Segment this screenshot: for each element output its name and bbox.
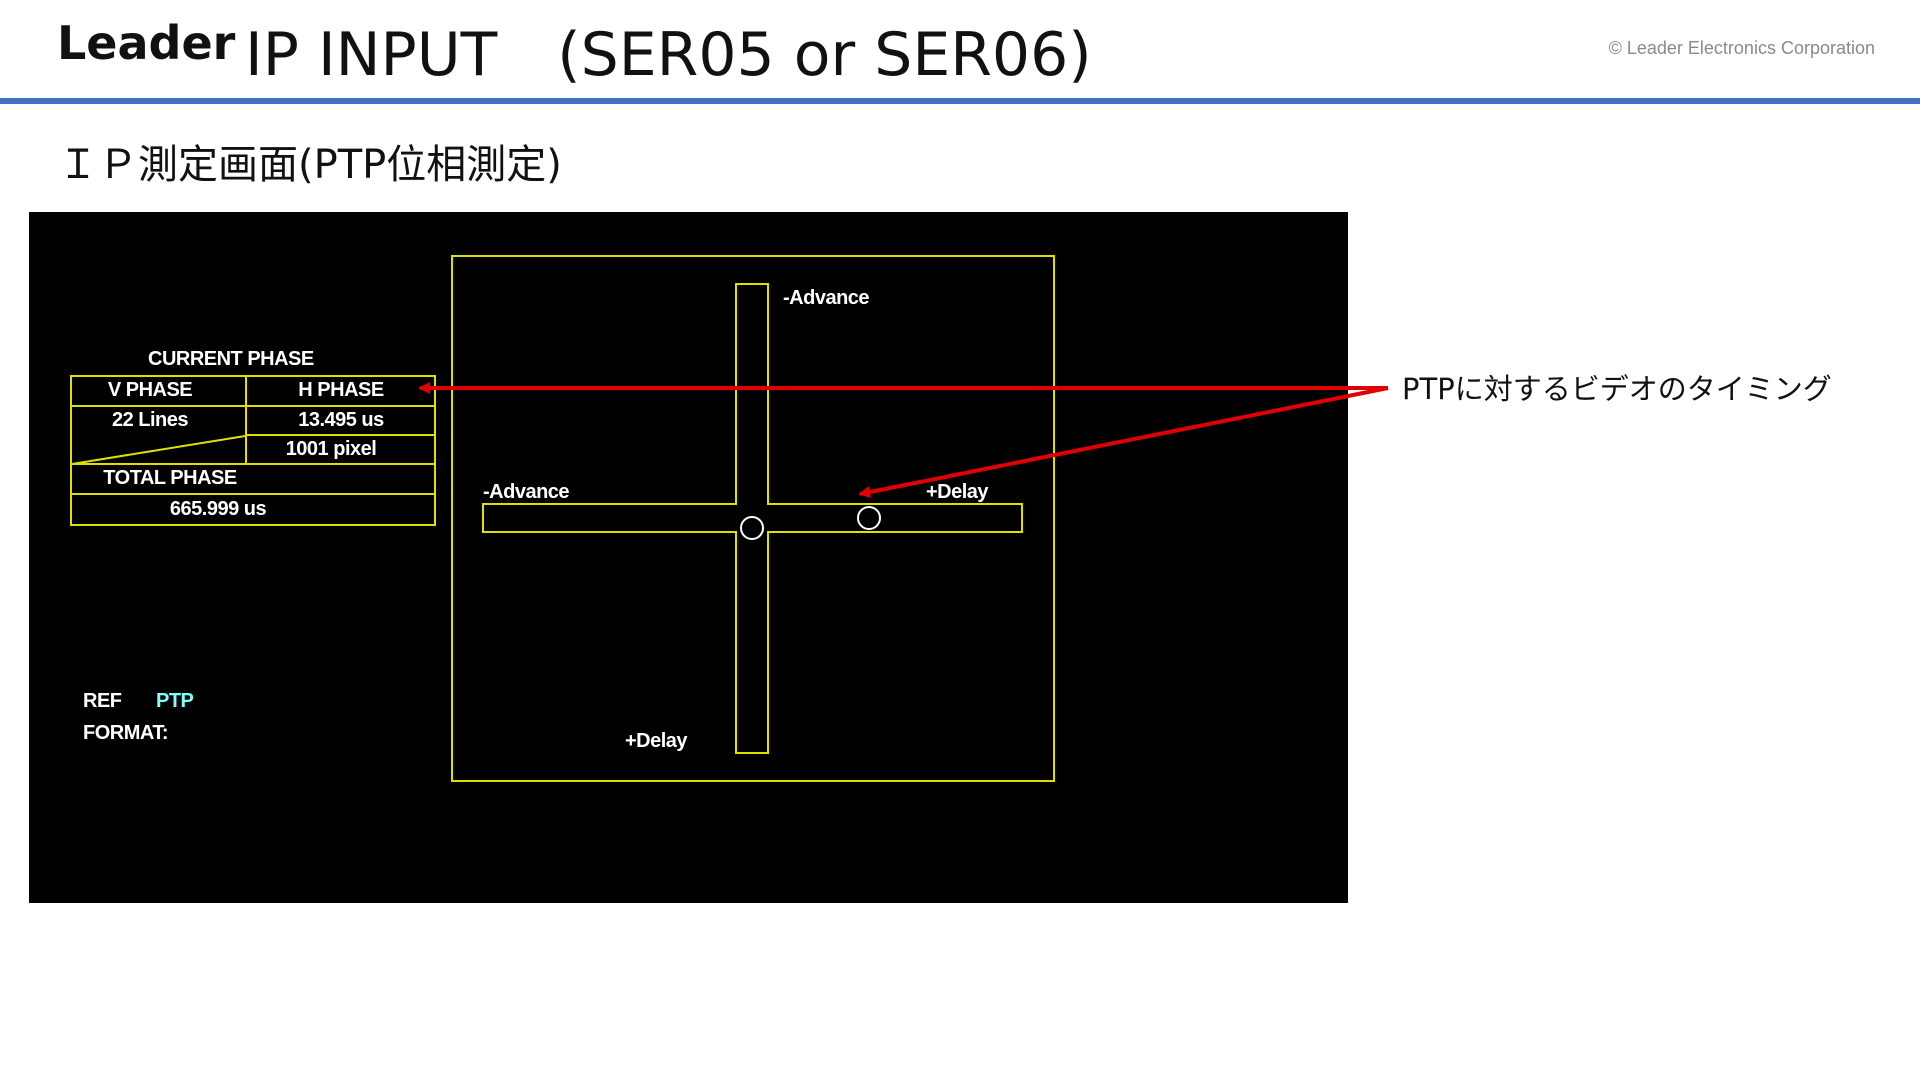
current-phase-heading: CURRENT PHASE	[148, 348, 314, 370]
h-phase-time-value: 13.495 us	[298, 408, 384, 431]
crosshair-right-label: +Delay	[926, 481, 989, 503]
header-divider	[0, 98, 1920, 104]
table-divider	[70, 493, 436, 495]
table-outline	[70, 375, 436, 526]
crosshair-left-label: -Advance	[483, 481, 570, 503]
total-phase-label: TOTAL PHASE	[103, 467, 237, 489]
current-phase-table: V PHASE H PHASE 22 Lines 13.495 us 1001 …	[70, 375, 436, 526]
table-divider	[70, 405, 436, 407]
reference-marker-icon	[740, 516, 764, 540]
section-title: ＩＰ測定画面(PTP位相測定)	[58, 142, 562, 188]
table-divider	[70, 463, 436, 465]
crosshair-top-label: -Advance	[783, 287, 870, 309]
copyright-notice: © Leader Electronics Corporation	[1608, 38, 1875, 58]
h-phase-pixel-value: 1001 pixel	[285, 437, 377, 460]
annotation-text: PTPに対するビデオのタイミング	[1402, 372, 1832, 406]
phase-display-frame	[451, 255, 1055, 782]
table-divider	[245, 434, 247, 465]
leader-logo: Leader	[57, 16, 236, 70]
phase-crosshair	[482, 283, 1023, 754]
ptp-phase-screen: CURRENT PHASE V PHASE H PHASE 22 Lines 1…	[29, 212, 1348, 903]
phase-marker-icon	[857, 506, 881, 530]
ref-value: PTP	[156, 690, 194, 712]
table-divider	[245, 434, 436, 436]
slide-title: IP INPUT (SER05 or SER06)	[245, 20, 1092, 90]
v-phase-value: 22 Lines	[111, 408, 189, 431]
crosshair-bottom-label: +Delay	[625, 730, 688, 752]
ref-label: REF	[83, 690, 122, 712]
total-phase-value: 665.999 us	[169, 498, 267, 520]
h-phase-label: H PHASE	[298, 379, 384, 401]
format-label: FORMAT:	[83, 722, 169, 744]
table-slash	[71, 435, 246, 465]
v-phase-label: V PHASE	[107, 379, 193, 401]
table-divider	[245, 375, 247, 436]
